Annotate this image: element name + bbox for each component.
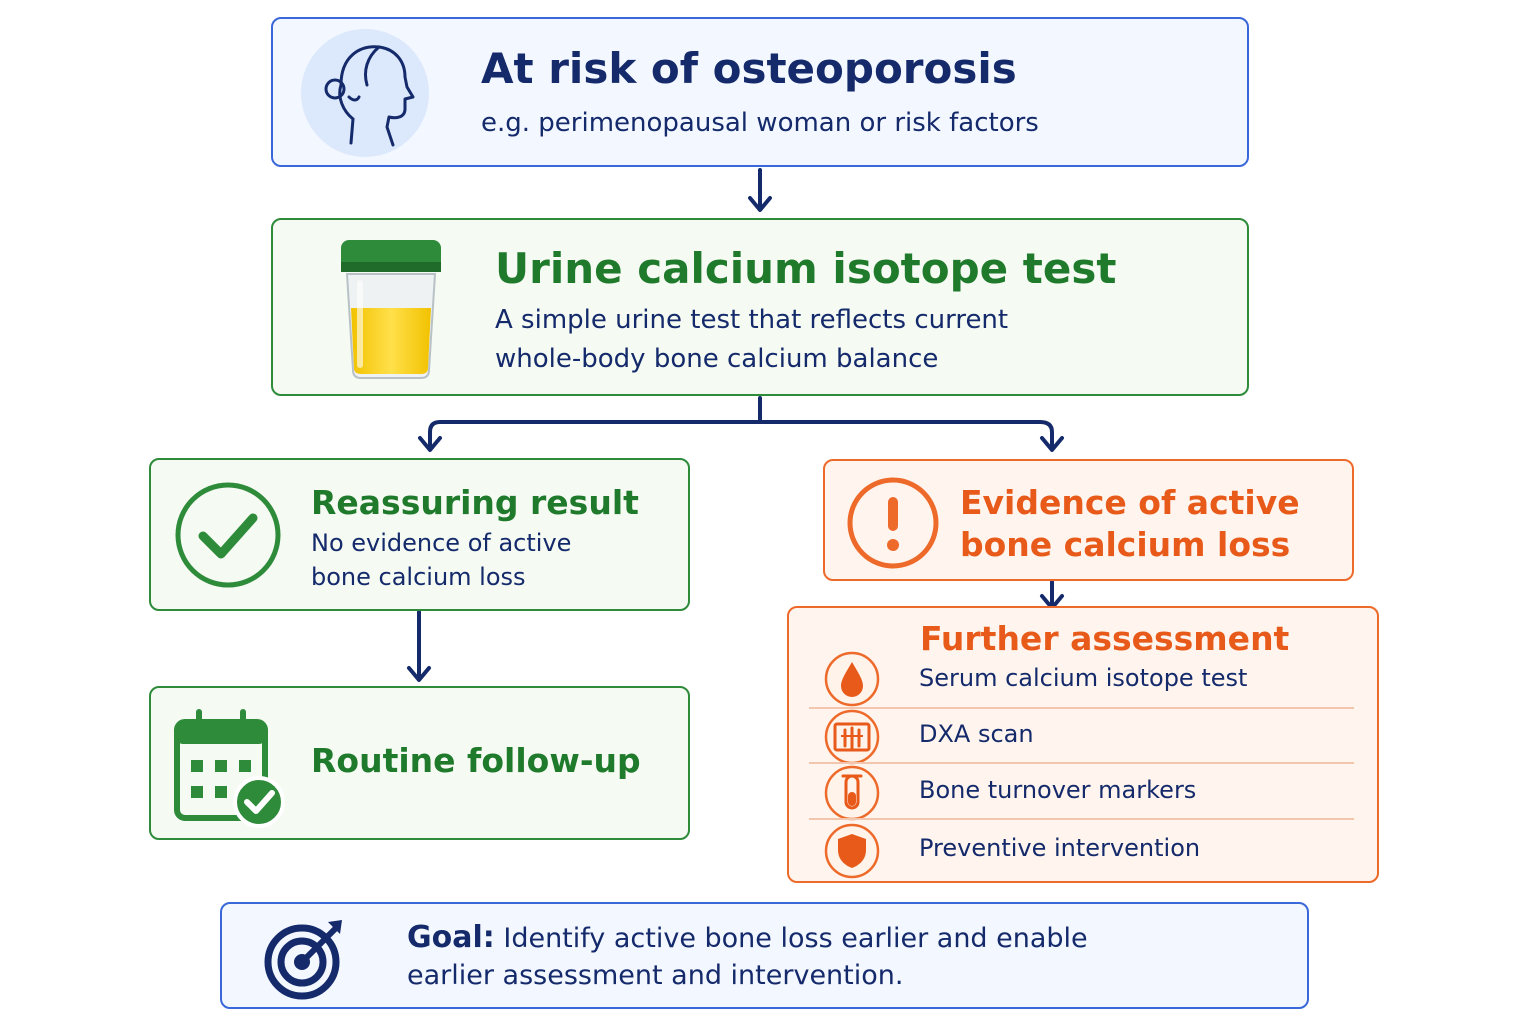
goal-label: Goal: (407, 920, 495, 955)
followup-title: Routine follow-up (311, 741, 641, 780)
risk-box: At risk of osteoporosis e.g. perimenopau… (271, 17, 1249, 167)
check-circle-icon (175, 482, 281, 588)
divider (809, 707, 1354, 709)
goal-text-line1: Identify active bone loss earlier and en… (503, 923, 1088, 954)
list-item-label: Preventive intervention (919, 834, 1201, 862)
followup-box: Routine follow-up (149, 686, 690, 840)
further-title: Further assessment (920, 619, 1290, 658)
risk-title: At risk of osteoporosis (481, 44, 1017, 93)
divider (809, 818, 1354, 820)
exclamation-circle-icon (847, 477, 939, 569)
goal-line1: Goal: Identify active bone loss earlier … (407, 920, 1088, 955)
list-item: Bone turnover markers (789, 762, 1379, 821)
reassuring-box: Reassuring result No evidence of active … (149, 458, 690, 611)
list-item-label: DXA scan (919, 720, 1034, 748)
urine-test-title: Urine calcium isotope test (495, 244, 1117, 293)
divider (809, 762, 1354, 764)
goal-text-line2: earlier assessment and intervention. (407, 960, 904, 991)
test-tube-icon (824, 765, 880, 821)
reassuring-line1: No evidence of active (311, 529, 572, 557)
evidence-box: Evidence of active bone calcium loss (823, 459, 1354, 581)
list-item: Preventive intervention (789, 820, 1379, 879)
reassuring-line2: bone calcium loss (311, 563, 526, 591)
urine-test-line1: A simple urine test that reflects curren… (495, 305, 1009, 335)
list-item-label: Bone turnover markers (919, 776, 1197, 804)
reassuring-title: Reassuring result (311, 483, 639, 522)
list-item: DXA scan (789, 706, 1379, 765)
arrow-risk-to-test (748, 168, 772, 212)
woman-profile-icon (301, 29, 429, 157)
urine-cup-icon (341, 240, 441, 379)
list-item: Serum calcium isotope test (789, 648, 1379, 707)
goal-box: Goal: Identify active bone loss earlier … (220, 902, 1309, 1009)
urine-test-box: Urine calcium isotope test A simple urin… (271, 218, 1249, 396)
arrow-test-split (418, 396, 1064, 452)
target-icon (264, 920, 342, 1000)
evidence-line2: bone calcium loss (960, 525, 1291, 564)
calendar-check-icon (174, 709, 285, 828)
shield-icon (824, 823, 880, 879)
list-item-label: Serum calcium isotope test (919, 664, 1248, 692)
blood-drop-icon (824, 651, 880, 707)
urine-test-line2: whole-body bone calcium balance (495, 344, 939, 374)
evidence-line1: Evidence of active (960, 483, 1300, 522)
further-assessment-box: Further assessment Serum calcium isotope… (787, 606, 1379, 883)
dxa-scan-icon (824, 709, 880, 765)
arrow-evidence-to-further (1040, 580, 1064, 610)
arrow-reassuring-to-followup (407, 610, 431, 682)
risk-subtitle: e.g. perimenopausal woman or risk factor… (481, 108, 1039, 138)
